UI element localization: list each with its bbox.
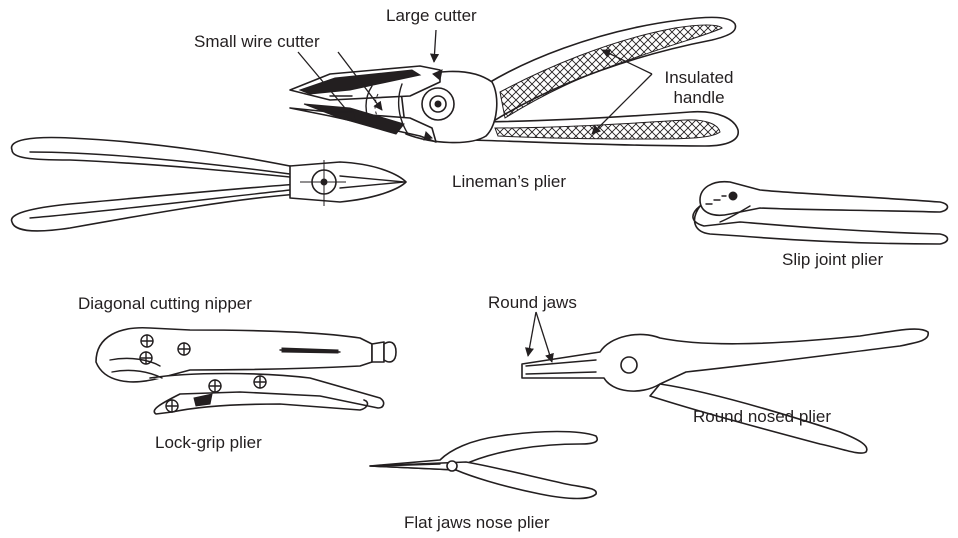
label-flat-jaws-nose-plier: Flat jaws nose plier	[404, 513, 550, 533]
label-round-nosed-plier: Round nosed plier	[693, 407, 831, 427]
label-lock-grip-plier: Lock-grip plier	[155, 433, 262, 453]
label-small-wire-cutter: Small wire cutter	[194, 32, 320, 52]
label-round-jaws: Round jaws	[488, 293, 577, 313]
label-large-cutter: Large cutter	[386, 6, 477, 26]
flat-jaws-nose-plier-drawing	[370, 432, 597, 499]
slip-joint-plier-drawing	[693, 182, 948, 244]
label-slip-joint-plier: Slip joint plier	[782, 250, 883, 270]
round-nosed-plier-drawing	[522, 312, 928, 453]
label-linemans-plier: Lineman’s plier	[452, 172, 566, 192]
label-diagonal-cutting-nipper: Diagonal cutting nipper	[78, 294, 252, 314]
lock-grip-plier-drawing	[96, 328, 396, 414]
diagonal-nipper-drawing	[12, 138, 406, 231]
label-insulated-handle: Insulated handle	[655, 68, 743, 108]
